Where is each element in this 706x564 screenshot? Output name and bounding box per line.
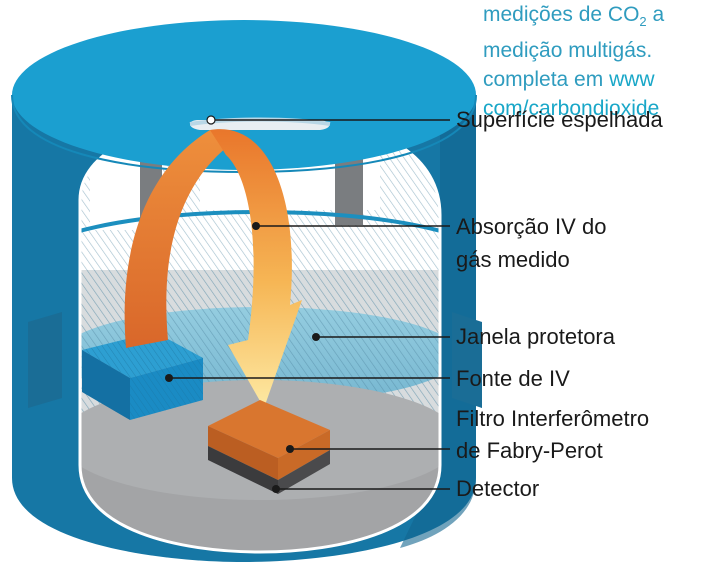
housing-shade	[400, 100, 476, 548]
intro-line-1: medições de CO2 a	[483, 0, 706, 36]
mirror-surface	[190, 120, 330, 130]
housing-top	[12, 20, 476, 170]
callout-dots	[165, 115, 320, 493]
intro-link-part-1[interactable]: www	[609, 68, 655, 92]
ir-source-block	[82, 332, 203, 420]
ir-arrow-down	[210, 129, 302, 409]
intro-line-1b: a	[646, 3, 665, 26]
intro-line-3: completa em www	[483, 65, 706, 94]
intro-line-1a: medições de CO	[483, 3, 640, 26]
intro-link-part-2[interactable]: com/carbondioxide	[483, 97, 660, 121]
label-mirror-surface: Superfície espelhada	[456, 107, 663, 132]
intro-line-3a: completa em	[483, 68, 610, 92]
fabry-perot-filter	[208, 400, 330, 494]
intro-subscript: 2	[639, 14, 647, 30]
label-filter-line-1: Filtro Interferômetro	[456, 406, 650, 431]
label-absorption-line-1: Absorção IV do	[456, 214, 607, 239]
intro-text: medições de CO2 a medição multigás. comp…	[483, 0, 706, 123]
label-protective-window: Janela protetora	[456, 324, 615, 349]
label-absorption-line-2: gás medido	[456, 247, 570, 272]
label-ir-source: Fonte de IV	[456, 366, 570, 391]
callouts	[169, 119, 450, 490]
label-detector: Detector	[456, 476, 540, 501]
ir-arrow-up	[124, 130, 236, 348]
intro-line-2: medição multigás.	[483, 39, 653, 63]
label-filter-line-2: de Fabry-Perot	[456, 438, 603, 463]
